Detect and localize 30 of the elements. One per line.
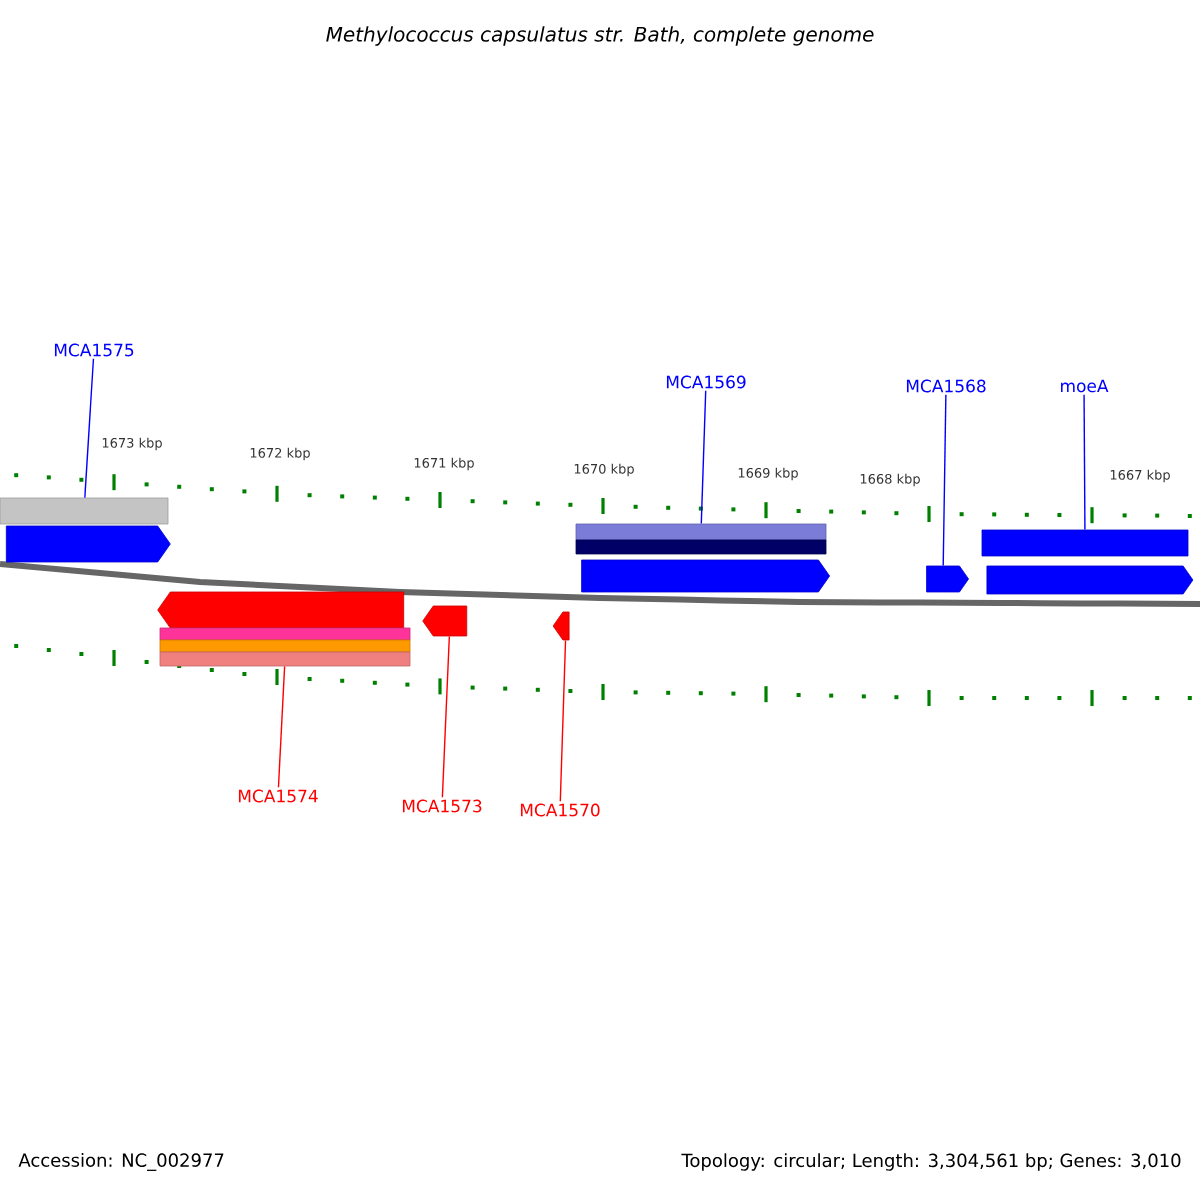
gene-label: MCA1573: [402, 799, 482, 813]
gene-label: MCA1575: [54, 343, 134, 357]
gene-label: MCA1568: [906, 379, 986, 393]
gene-feature: [926, 565, 969, 593]
gene-label: MCA1570: [520, 803, 600, 817]
feature-bar: [575, 523, 827, 541]
feature-bar: [981, 529, 1189, 557]
leader-line: [1083, 394, 1086, 531]
gene-feature: [5, 525, 171, 563]
feature-bar: [159, 627, 411, 641]
leader-line: [84, 358, 95, 499]
footer-text: Topology: circular; Length: 3,304,561 bp; Genes: 3,010: [681, 1153, 1181, 1171]
gene-feature: [581, 559, 830, 593]
footer-text: Accession: NC_002977: [18, 1153, 224, 1171]
gene-feature: [157, 591, 405, 629]
gene-feature: [552, 611, 570, 641]
gene-label: MCA1574: [238, 789, 318, 803]
feature-bar: [0, 497, 169, 525]
feature-bar: [575, 539, 827, 555]
leader-line: [277, 665, 286, 788]
leader-line: [559, 639, 567, 802]
gene-feature: [422, 605, 468, 637]
gene-feature: [986, 565, 1194, 595]
title: Methylococcus capsulatus str. Bath, complete genome: [326, 26, 874, 46]
gene-label: MCA1569: [666, 375, 746, 389]
gene-label: moeA: [1061, 379, 1109, 393]
leader-line: [700, 390, 707, 525]
leader-line: [441, 635, 451, 798]
feature-bar: [159, 651, 411, 667]
leader-line: [942, 394, 947, 567]
